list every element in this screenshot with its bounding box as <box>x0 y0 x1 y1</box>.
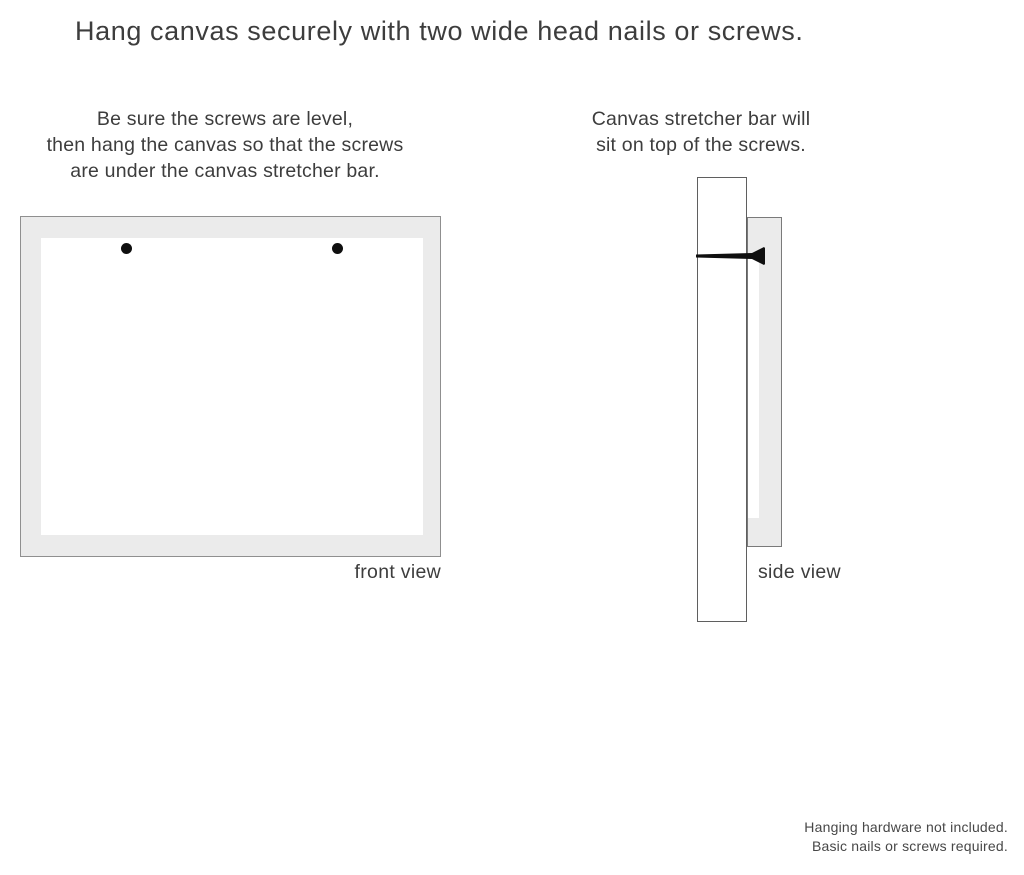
screw-dot-icon <box>332 243 343 254</box>
disclaimer-line: Hanging hardware not included. <box>804 819 1008 835</box>
screw-dot-icon <box>121 243 132 254</box>
front-view-label: front view <box>354 561 441 583</box>
front-view-canvas-diagram <box>20 216 441 557</box>
side-view-label: side view <box>758 561 841 583</box>
wall-strip-diagram <box>697 177 747 622</box>
instruction-line: are under the canvas stretcher bar. <box>70 160 380 182</box>
side-view-instructions: Canvas stretcher bar will sit on top of … <box>561 106 841 158</box>
instruction-line: Be sure the screws are level, <box>96 108 354 130</box>
nail-icon <box>696 247 765 265</box>
disclaimer-line: Basic nails or screws required. <box>811 837 1008 854</box>
instruction-line: sit on top of the screws. <box>596 134 806 156</box>
canvas-wall-gap <box>748 258 759 518</box>
hardware-disclaimer: Hanging hardware not included. Basic nai… <box>608 818 1008 855</box>
page-title: Hang canvas securely with two wide head … <box>75 16 804 46</box>
instruction-line: then hang the canvas so that the screws <box>46 134 404 156</box>
canvas-inner-face <box>41 238 423 535</box>
instruction-line: Canvas stretcher bar will <box>591 108 811 130</box>
front-view-instructions: Be sure the screws are level, then hang … <box>20 106 430 184</box>
